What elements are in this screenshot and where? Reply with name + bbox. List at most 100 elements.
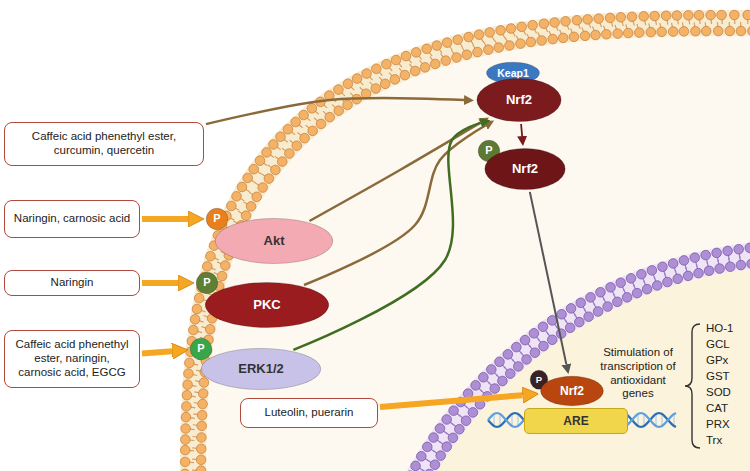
lipid-head <box>606 283 616 293</box>
lipid-head <box>430 460 440 470</box>
lipid-head <box>435 424 445 434</box>
lipid-head <box>572 15 582 25</box>
lipid-head <box>576 298 586 308</box>
lipid-head <box>557 309 567 319</box>
lipid-head <box>613 297 623 307</box>
lipid-head <box>520 335 530 345</box>
lipid-head <box>436 451 446 461</box>
are-element: ARE <box>524 408 628 434</box>
lipid-head <box>516 39 526 49</box>
node-text: Keap1 <box>497 67 529 80</box>
lipid-head <box>352 74 362 84</box>
lipid-head <box>745 243 750 253</box>
lipid-head <box>506 24 516 34</box>
lipid-head <box>490 384 500 394</box>
lipid-head <box>372 64 382 74</box>
lipid-head <box>704 266 714 276</box>
lipid-head <box>184 369 194 379</box>
activation-arrow <box>206 98 464 124</box>
lipid-head <box>663 277 673 287</box>
node-text: Luteolin, puerarin <box>241 404 377 422</box>
lipid-head <box>736 26 746 36</box>
lipid-head <box>255 156 265 166</box>
lipid-head <box>494 43 504 53</box>
lipid-head <box>661 11 671 21</box>
lipid-head <box>616 13 626 23</box>
base-pair <box>494 414 495 426</box>
lipid-head <box>591 30 601 40</box>
node-text: P <box>213 212 220 225</box>
lipid-head <box>583 15 593 25</box>
lipid-head <box>575 317 585 327</box>
lipid-head <box>496 26 506 36</box>
shape-fill <box>196 272 218 294</box>
base-pair <box>662 414 663 426</box>
lipid-head <box>181 412 191 422</box>
node-text: P <box>485 144 492 157</box>
lipid-head <box>325 112 335 122</box>
lipid-head <box>484 45 494 55</box>
lipid-head <box>448 433 458 443</box>
nrf2-protein: Nrf2 <box>484 148 566 190</box>
lipid-head <box>334 106 344 116</box>
lipid-head <box>258 183 268 193</box>
lipid-head <box>538 322 548 332</box>
node-text: ARE <box>525 412 627 430</box>
lipid-head <box>197 410 207 420</box>
lipid-head <box>432 41 442 51</box>
shape-fill <box>206 208 228 230</box>
lipid-head <box>442 38 452 48</box>
lipid-head <box>505 41 515 51</box>
node-text: P <box>197 342 204 355</box>
lipid-head <box>283 124 293 134</box>
lipid-head <box>603 302 613 312</box>
bracket <box>685 324 700 448</box>
lipid-head <box>547 335 557 345</box>
translocation-arrow <box>530 192 567 365</box>
lipid-head <box>684 11 694 21</box>
lipid-head <box>537 36 547 46</box>
lipid-head <box>180 457 190 467</box>
lipid-head <box>442 415 452 425</box>
compound-arrow <box>142 351 172 353</box>
lipid-head <box>442 442 452 452</box>
lipid-head <box>529 329 539 339</box>
lipid-head <box>580 31 590 41</box>
lipid-head <box>748 26 750 36</box>
lipid-head <box>249 164 259 174</box>
lipid-head <box>461 416 471 426</box>
lipid-head <box>712 248 722 258</box>
lipid-head <box>343 79 353 89</box>
lipid-head <box>453 35 463 45</box>
lipid-row <box>422 255 750 471</box>
shape-fill <box>205 282 328 327</box>
lipid-head <box>285 149 295 159</box>
lipid-head <box>308 126 318 136</box>
lipid-head <box>569 32 579 42</box>
lipid-head <box>512 342 522 352</box>
lipid-head <box>701 26 711 36</box>
shape-fill <box>477 78 561 121</box>
lipid-head <box>198 389 208 399</box>
compound-arrow <box>142 280 178 286</box>
lipid-head <box>691 26 701 36</box>
lipid-head <box>566 304 576 314</box>
lipid-head <box>455 424 465 434</box>
lipid-head <box>197 421 207 431</box>
lipid-head <box>430 59 440 69</box>
compound-box: Luteolin, puerarin <box>240 398 378 428</box>
lipid-head <box>487 365 497 375</box>
node-text: Naringin, carnosic acid <box>5 210 139 228</box>
lipid-head <box>391 55 401 65</box>
lipid-head <box>382 59 392 69</box>
lipid-head <box>613 29 623 39</box>
gene-name: GST <box>706 370 746 384</box>
lipid-head <box>646 27 656 37</box>
lipid-head <box>380 79 390 89</box>
node-text: Caffeic acid phenethyl ester, curcumin, … <box>5 128 203 160</box>
lipid-head <box>197 433 207 443</box>
gene-name: GPx <box>706 354 746 368</box>
lipid-head <box>334 85 344 95</box>
lipid-head <box>679 256 689 266</box>
lipid-head <box>180 469 190 471</box>
